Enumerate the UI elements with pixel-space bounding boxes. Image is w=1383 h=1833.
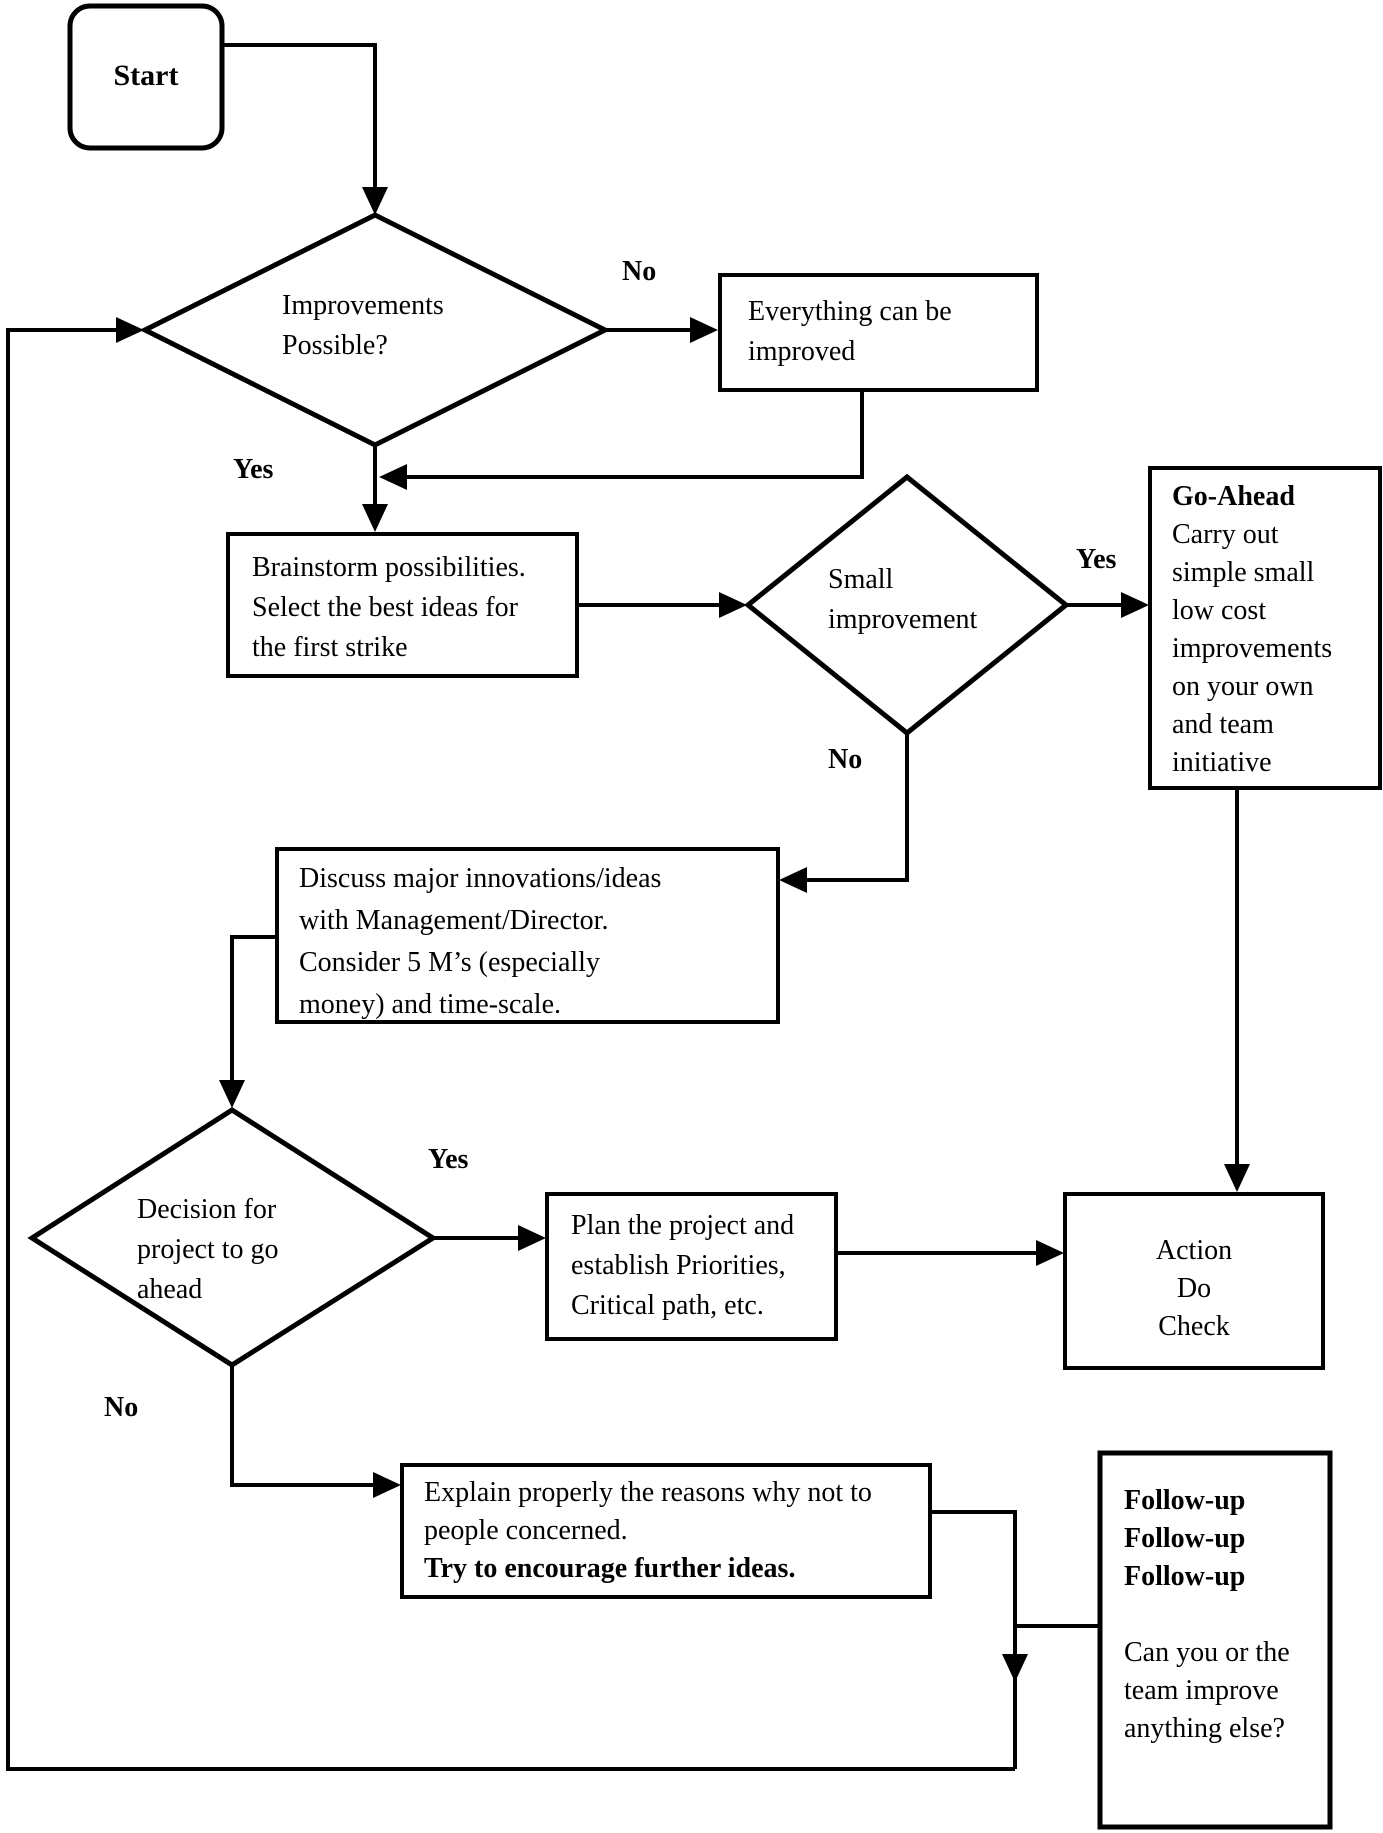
text-line: ahead [137, 1274, 203, 1305]
arrowhead-down-icon [1224, 1164, 1250, 1192]
text-line: Consider 5 M’s (especially [299, 947, 600, 978]
text-line: the first strike [252, 632, 408, 663]
start-label: Start [113, 59, 179, 92]
text-line: establish Priorities, [571, 1250, 786, 1281]
text-line: Do [1176, 1273, 1212, 1304]
text-line: Brainstorm possibilities. [252, 552, 526, 583]
connector-explain-down [930, 1510, 1017, 1769]
text-line: Improvements [282, 290, 444, 321]
arrowhead-down-icon [219, 1080, 245, 1108]
text-line: Try to encourage further ideas. [424, 1553, 796, 1584]
go-ahead-node [1148, 466, 1382, 790]
connector-decision-no [230, 1365, 375, 1487]
arrowhead-right-icon [373, 1472, 401, 1498]
arrowhead-right-icon [518, 1225, 546, 1251]
text-line: Select the best ideas for [252, 592, 518, 623]
arrowhead-right-icon [116, 317, 144, 343]
text-line: improved [748, 336, 856, 367]
connector-start-to-improvements [222, 43, 377, 190]
improvements-possible-label: Improvements Possible? [282, 286, 444, 366]
discuss-label: Discuss major innovations/ideas with Man… [299, 858, 661, 1026]
text-line: Small [828, 564, 894, 595]
text-line: simple small [1172, 557, 1315, 588]
edge-label-yes-small: Yes [1076, 544, 1117, 575]
text-line: Follow-up [1124, 1523, 1246, 1554]
edge-label-yes-decision: Yes [428, 1144, 469, 1175]
text-line: with Management/Director. [299, 905, 609, 936]
follow-up-node [1097, 1450, 1333, 1830]
text-line: money) and time-scale. [299, 989, 562, 1020]
text-line: improvement [828, 604, 978, 635]
text-line: anything else? [1124, 1713, 1285, 1744]
small-improvement-label: Small improvement [828, 560, 977, 640]
explain-node [400, 1463, 932, 1599]
arrowhead-right-icon [719, 592, 747, 618]
action-label: Action Do Check [1065, 1232, 1323, 1346]
text-line: Follow-up [1124, 1485, 1246, 1516]
text-line: on your own [1172, 671, 1314, 702]
connector-everything-feedback [405, 390, 864, 479]
everything-improved-label: Everything can be improved [748, 292, 952, 372]
text-line: people concerned. [424, 1515, 628, 1546]
edge-label-yes-improvements: Yes [233, 454, 274, 485]
improvements-possible-diamond [139, 212, 611, 448]
text-line: project to go [137, 1234, 279, 1265]
edge-label-no-improvements: No [622, 256, 657, 287]
text-line: Decision for [137, 1194, 277, 1225]
text-line: Explain properly the reasons why not to [424, 1477, 872, 1508]
connector-discuss-to-decision [230, 935, 277, 1082]
arrowhead-down-icon [362, 504, 388, 532]
go-ahead-label: Go-Ahead Carry out simple small low cost… [1172, 478, 1332, 782]
text-line: Follow-up [1124, 1561, 1246, 1592]
brainstorm-label: Brainstorm possibilities. Select the bes… [252, 548, 526, 668]
arrowhead-right-icon [1036, 1240, 1064, 1266]
everything-improved-node [718, 273, 1039, 392]
text-line: Carry out [1172, 519, 1279, 550]
text-line: Action [1155, 1235, 1233, 1266]
text-line: Check [1158, 1311, 1230, 1342]
arrowhead-right-icon [1121, 592, 1149, 618]
text-line: Plan the project and [571, 1210, 795, 1241]
arrowhead-right-icon [690, 317, 718, 343]
edge-label-no-small: No [828, 744, 863, 775]
text-line: Can you or the [1124, 1637, 1290, 1668]
follow-up-label: Follow-up Follow-up Follow-up Can you or… [1124, 1482, 1290, 1748]
text-line: and team [1172, 709, 1274, 740]
small-improvement-diamond [744, 473, 1070, 737]
text-line: initiative [1172, 747, 1272, 778]
arrowhead-left-icon [379, 464, 407, 490]
edge-label-no-decision: No [104, 1392, 139, 1423]
action-node [1063, 1192, 1325, 1370]
decision-label: Decision for project to go ahead [137, 1190, 279, 1310]
plan-label: Plan the project and establish Prioritie… [571, 1206, 794, 1326]
text-line: Critical path, etc. [571, 1290, 764, 1321]
start-node [67, 3, 225, 151]
text-line: Discuss major innovations/ideas [299, 863, 662, 894]
arrowhead-down-icon [1002, 1654, 1028, 1682]
text-line: team improve [1124, 1675, 1279, 1706]
connector-feedback-loop [6, 328, 1015, 1771]
arrowhead-left-icon [779, 867, 807, 893]
arrowhead-down-icon [362, 187, 388, 215]
decision-diamond [27, 1107, 438, 1368]
plan-node [545, 1192, 838, 1341]
connector-small-no [805, 733, 909, 882]
text-line: Go-Ahead [1172, 481, 1295, 512]
text-line: low cost [1172, 595, 1267, 626]
text-line: Possible? [282, 330, 388, 361]
text-line: improvements [1172, 633, 1333, 664]
text-line: Everything can be [748, 296, 952, 327]
explain-label: Explain properly the reasons why not to … [424, 1474, 872, 1588]
discuss-node [275, 847, 780, 1024]
brainstorm-node [226, 532, 579, 678]
